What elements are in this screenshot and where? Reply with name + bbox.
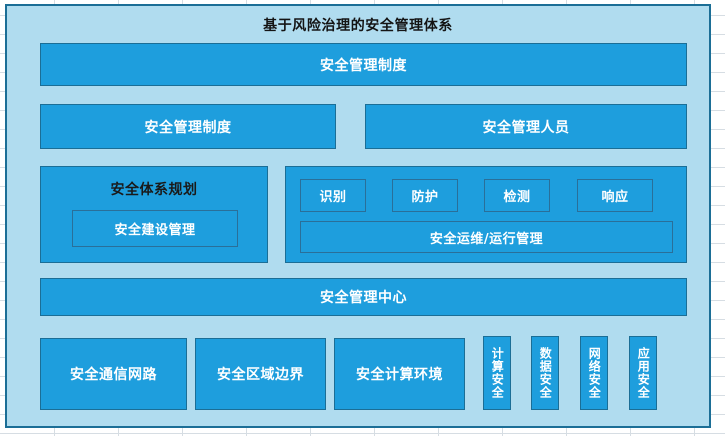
security-framework-diagram: 基于风险治理的安全管理体系 安全管理制度 安全管理制度 安全管理人员 安全体系规… [5, 4, 711, 428]
box-secure-area-boundary[interactable]: 安全区域边界 [195, 338, 326, 410]
box-data-security-label: 数据安全 [538, 347, 553, 399]
box-network-security[interactable]: 网络安全 [580, 336, 608, 410]
box-phase-detect[interactable]: 检测 [484, 179, 550, 212]
box-security-construction-management[interactable]: 安全建设管理 [72, 210, 238, 247]
box-security-management-system[interactable]: 安全管理制度 [40, 43, 687, 86]
box-security-management-policy[interactable]: 安全管理制度 [40, 104, 336, 149]
box-security-operations-management[interactable]: 安全运维/运行管理 [300, 221, 673, 253]
box-data-security[interactable]: 数据安全 [531, 336, 559, 410]
page-title: 基于风险治理的安全管理体系 [263, 18, 453, 34]
panel-security-operations[interactable]: 识别 防护 检测 响应 安全运维/运行管理 [285, 166, 687, 263]
box-computing-security[interactable]: 计算安全 [483, 336, 511, 410]
box-phase-identify[interactable]: 识别 [300, 179, 366, 212]
box-security-management-personnel[interactable]: 安全管理人员 [365, 104, 687, 149]
panel-security-system-planning[interactable]: 安全体系规划 安全建设管理 [40, 166, 268, 263]
box-phase-protect[interactable]: 防护 [392, 179, 458, 212]
box-computing-security-label: 计算安全 [490, 347, 505, 399]
box-network-security-label: 网络安全 [587, 347, 602, 399]
box-secure-computing-environment[interactable]: 安全计算环境 [334, 338, 465, 410]
box-application-security-label: 应用安全 [636, 347, 651, 399]
box-secure-communication-network[interactable]: 安全通信网路 [40, 338, 187, 410]
box-security-management-center[interactable]: 安全管理中心 [40, 278, 687, 316]
label-security-system-planning: 安全体系规划 [110, 182, 198, 198]
box-application-security[interactable]: 应用安全 [629, 336, 657, 410]
box-phase-respond[interactable]: 响应 [577, 179, 653, 212]
